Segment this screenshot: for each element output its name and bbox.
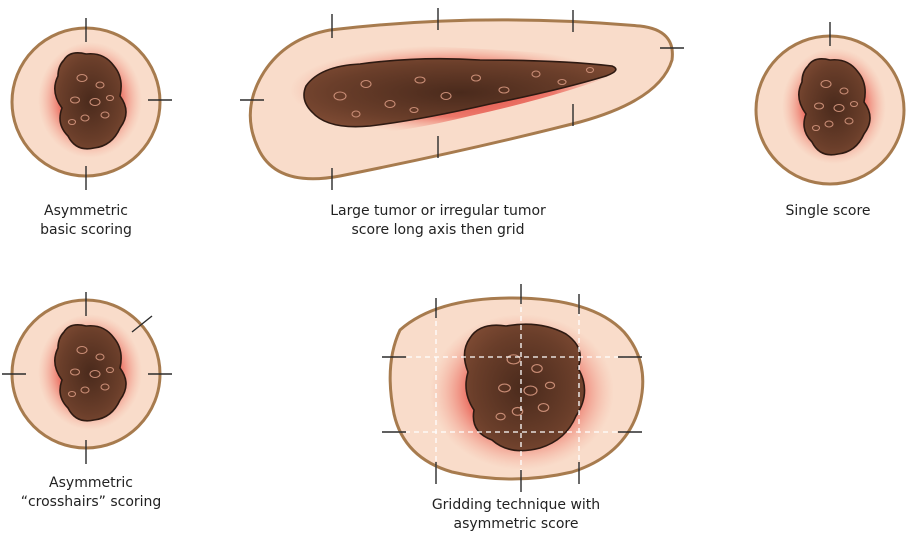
caption-line: “crosshairs” scoring <box>20 494 162 510</box>
panel-large-irregular <box>240 8 684 190</box>
grid-score-ticks <box>382 284 642 492</box>
panel-asymmetric-crosshairs <box>2 292 172 464</box>
caption-line: basic scoring <box>40 222 132 238</box>
tumor-lesion-elongated <box>303 57 617 128</box>
caption-line: Asymmetric <box>49 475 133 491</box>
caption-large-irregular: Large tumor or irregular tumor score lon… <box>308 202 568 240</box>
caption-gridding-technique: Gridding technique with asymmetric score <box>408 496 624 534</box>
caption-line: Gridding technique with <box>431 497 601 513</box>
caption-line: score long axis then grid <box>351 222 525 238</box>
tumor-lesion <box>463 323 586 452</box>
caption-line: asymmetric score <box>453 516 579 532</box>
caption-asymmetric-crosshairs: Asymmetric “crosshairs” scoring <box>6 474 176 512</box>
caption-single-score: Single score <box>760 202 896 221</box>
score-tick-diagonal <box>131 315 153 333</box>
caption-line: Asymmetric <box>44 203 128 219</box>
caption-line: Single score <box>785 203 871 219</box>
tumor-texture-elongated <box>333 66 595 118</box>
panel-asymmetric-basic <box>10 18 172 190</box>
panel-gridding-technique <box>382 284 645 492</box>
panel-single-score <box>754 22 906 186</box>
caption-asymmetric-basic: Asymmetric basic scoring <box>6 202 166 240</box>
grid-dashed-lines <box>396 298 632 478</box>
caption-line: Large tumor or irregular tumor <box>330 203 546 219</box>
